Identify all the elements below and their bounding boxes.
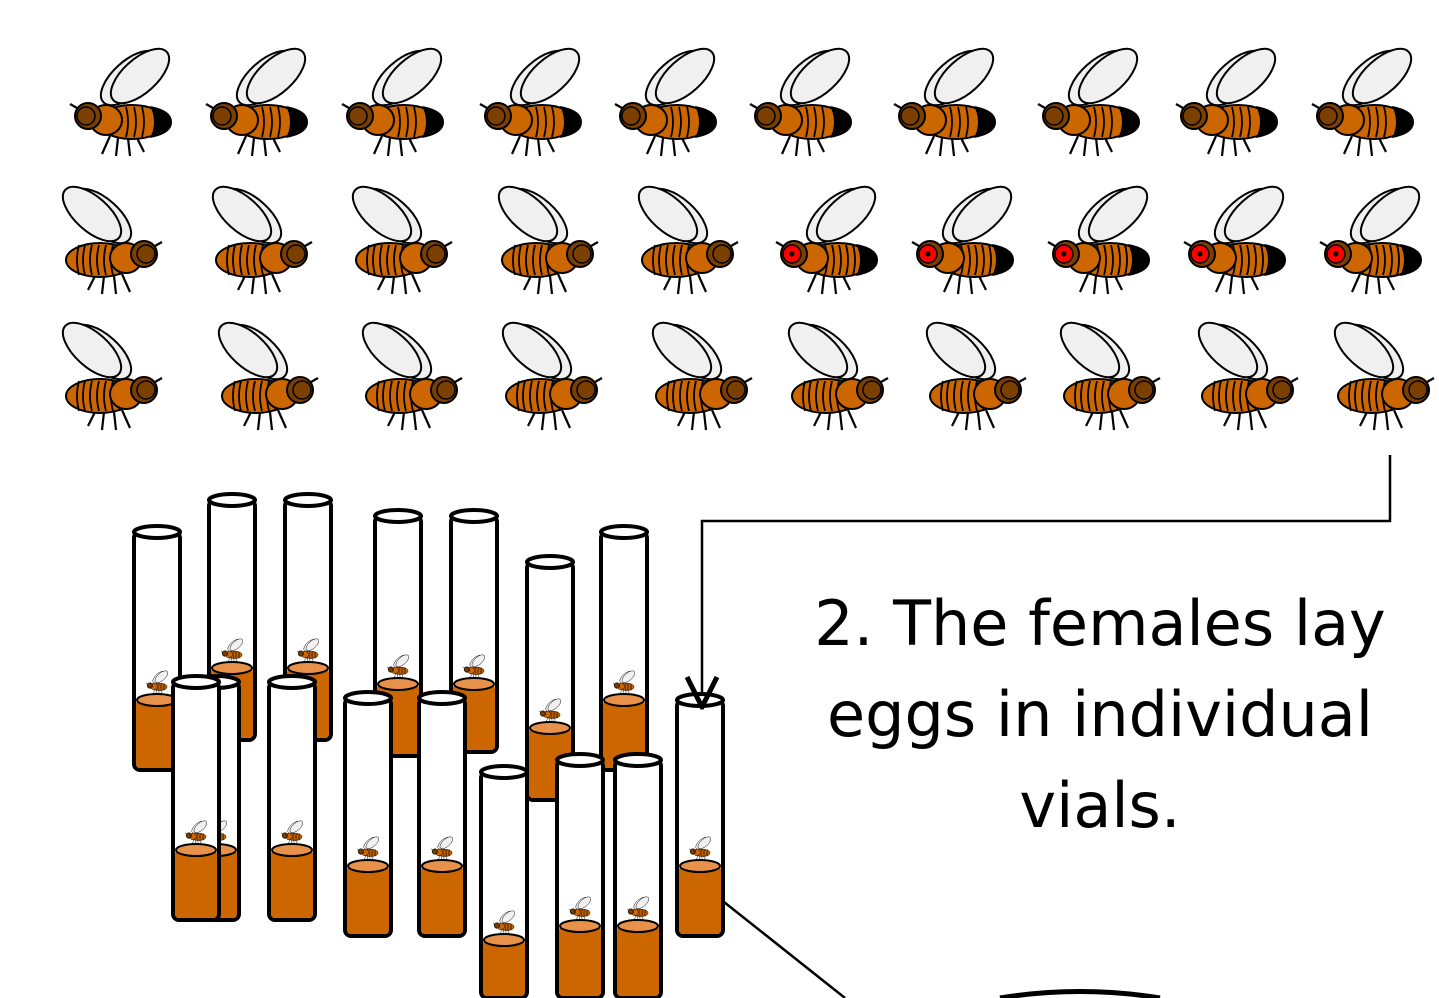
caption-line-1: 2. The females lay [800,578,1400,669]
fly-bottom-1 [54,313,162,430]
fly-middle-4 [490,177,598,294]
vial-9 [269,676,315,920]
fly-middle-10 [1320,177,1428,294]
fly-bottom-4 [494,313,602,430]
fly-top-2 [206,39,314,156]
fly-middle-6 [776,177,884,294]
fly-top-9 [1176,39,1284,156]
vial-7 [601,526,647,770]
connector-arrow-to-next-step [724,902,845,998]
fly-top-10 [1312,39,1420,156]
fly-top-6 [750,39,858,156]
fly-top-8 [1038,39,1146,156]
vial-11 [419,692,465,936]
fly-middle-1 [54,177,162,294]
fly-bottom-3 [354,313,462,430]
fly-top-1 [70,39,178,156]
fly-top-5 [615,39,723,156]
fly-middle-7 [912,177,1020,294]
caption-line-3: vials. [800,760,1400,851]
fly-middle-8 [1048,177,1156,294]
caption-line-2: eggs in individual [800,669,1400,760]
fly-bottom-2 [210,313,318,430]
vial-16 [173,676,219,920]
fly-bottom-6 [780,313,888,430]
fly-bottom-10 [1326,313,1434,430]
next-step-partial-shape [1000,992,1160,998]
fly-bottom-7 [918,313,1026,430]
vial-group [134,494,723,998]
fly-population [54,39,1434,430]
fly-middle-9 [1184,177,1292,294]
step-2-caption: 2. The females lay eggs in individual vi… [800,578,1400,851]
fly-top-3 [342,39,450,156]
fly-middle-3 [344,177,452,294]
fly-bottom-8 [1052,313,1160,430]
vial-15 [677,694,723,936]
vial-10 [345,692,391,936]
fly-middle-2 [204,177,312,294]
fly-top-4 [480,39,588,156]
vial-12 [481,766,527,998]
fly-middle-5 [630,177,738,294]
vial-14 [615,754,661,998]
fly-top-7 [894,39,1002,156]
fly-bottom-9 [1190,313,1298,430]
fly-bottom-5 [644,313,752,430]
vial-13 [557,754,603,998]
